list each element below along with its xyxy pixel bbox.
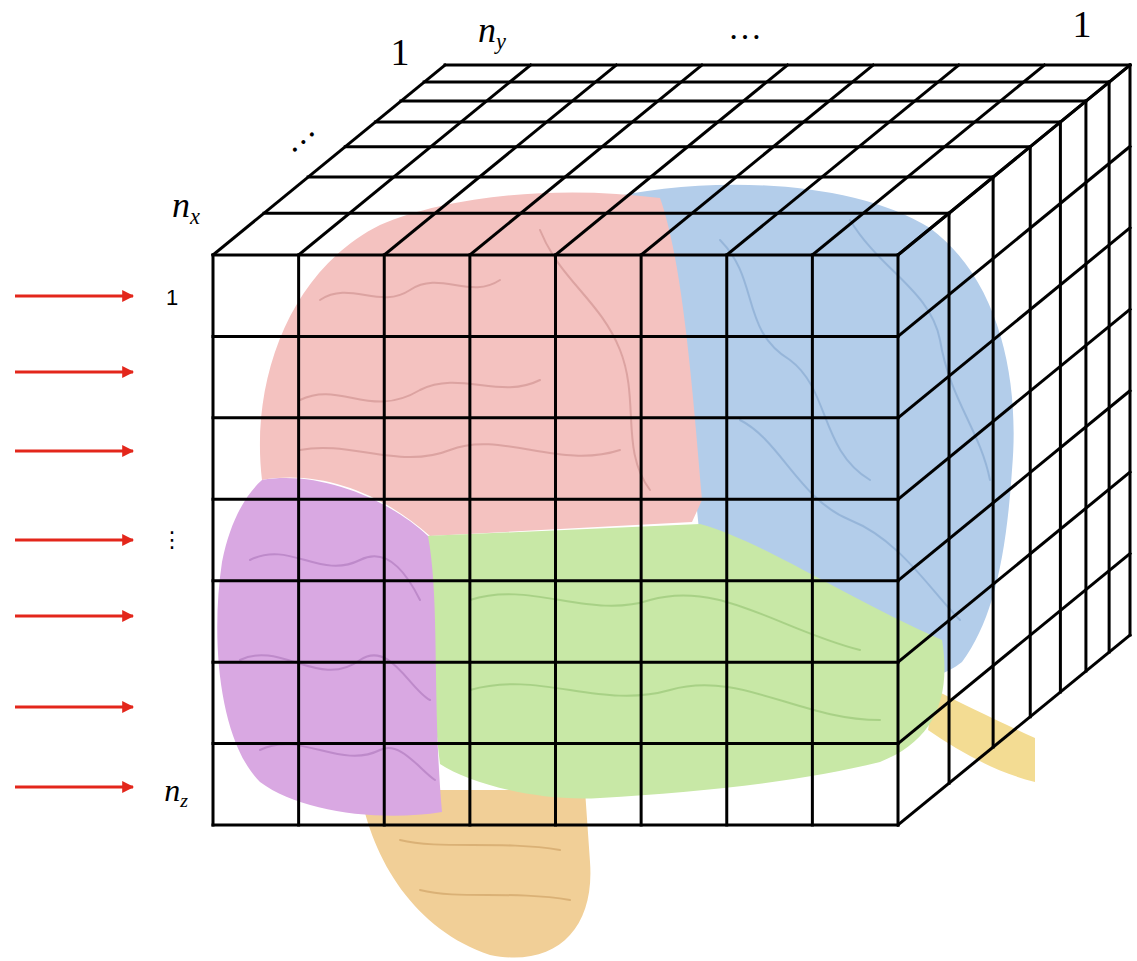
grid-line — [898, 228, 1130, 418]
slice-arrow — [15, 706, 133, 709]
grid-line — [299, 65, 531, 255]
slice-arrow — [15, 786, 133, 789]
grid-line — [213, 661, 898, 664]
grid-line — [297, 255, 300, 825]
slice-arrow — [15, 371, 133, 374]
grid-line — [424, 81, 1109, 84]
axis-label: nz — [164, 774, 188, 806]
grid-line — [727, 65, 959, 255]
axis-label: ny — [478, 12, 506, 48]
grid-line — [554, 255, 557, 825]
grid-line — [213, 498, 898, 501]
grid-line — [445, 64, 1130, 67]
grid-line — [948, 213, 951, 783]
slice-arrow — [15, 295, 133, 298]
slice-arrow — [15, 450, 133, 453]
purple-lobe — [217, 478, 442, 816]
grid-line — [264, 212, 949, 215]
grid-line — [898, 635, 1130, 825]
grid-line — [556, 65, 788, 255]
scan-arrows — [15, 296, 133, 787]
grid-line — [898, 65, 1130, 255]
axis-label: nx — [172, 187, 200, 223]
ellipsis: ⋮ — [161, 529, 183, 551]
ellipsis: … — [273, 111, 321, 159]
grid-line — [811, 255, 814, 825]
grid-line — [470, 65, 702, 255]
grid-line — [640, 255, 643, 825]
grid-line — [213, 416, 898, 419]
ellipsis: … — [728, 11, 762, 45]
grid-line — [213, 824, 898, 827]
grid-line — [213, 65, 445, 255]
grid-line — [812, 65, 1044, 255]
grid-line — [898, 65, 1130, 255]
slice-arrow — [15, 615, 133, 618]
grid-line — [213, 254, 898, 257]
grid-line — [213, 335, 898, 338]
grid-line — [1084, 101, 1087, 671]
index-label: 1 — [1073, 5, 1092, 43]
grid-line — [725, 255, 728, 825]
brain-drawing — [217, 185, 1035, 958]
grid-line — [384, 65, 616, 255]
grid-line — [898, 391, 1130, 581]
grid-line — [375, 121, 1060, 124]
index-label: 1 — [391, 33, 410, 71]
grid-line — [212, 255, 215, 825]
grid-line — [1108, 82, 1111, 652]
grid-line — [213, 742, 898, 745]
grid-line — [897, 255, 900, 825]
grid-line — [213, 579, 898, 582]
grid-line — [308, 176, 993, 179]
index-label: 1 — [166, 287, 178, 309]
voxel-grid — [213, 65, 1130, 825]
grid-line — [401, 100, 1086, 103]
grid-line — [1029, 147, 1032, 717]
grid-line — [641, 65, 873, 255]
grid-line — [383, 255, 386, 825]
grid-line — [345, 145, 1030, 148]
grid-line — [898, 146, 1130, 336]
slice-arrow — [15, 539, 133, 542]
grid-line — [1059, 122, 1062, 692]
grid-line — [992, 177, 995, 747]
grid-line — [898, 309, 1130, 499]
grid-line — [898, 472, 1130, 662]
brainstem — [928, 690, 1035, 782]
grid-line — [1129, 65, 1132, 635]
grid-line — [898, 554, 1130, 744]
grid-line — [468, 255, 471, 825]
